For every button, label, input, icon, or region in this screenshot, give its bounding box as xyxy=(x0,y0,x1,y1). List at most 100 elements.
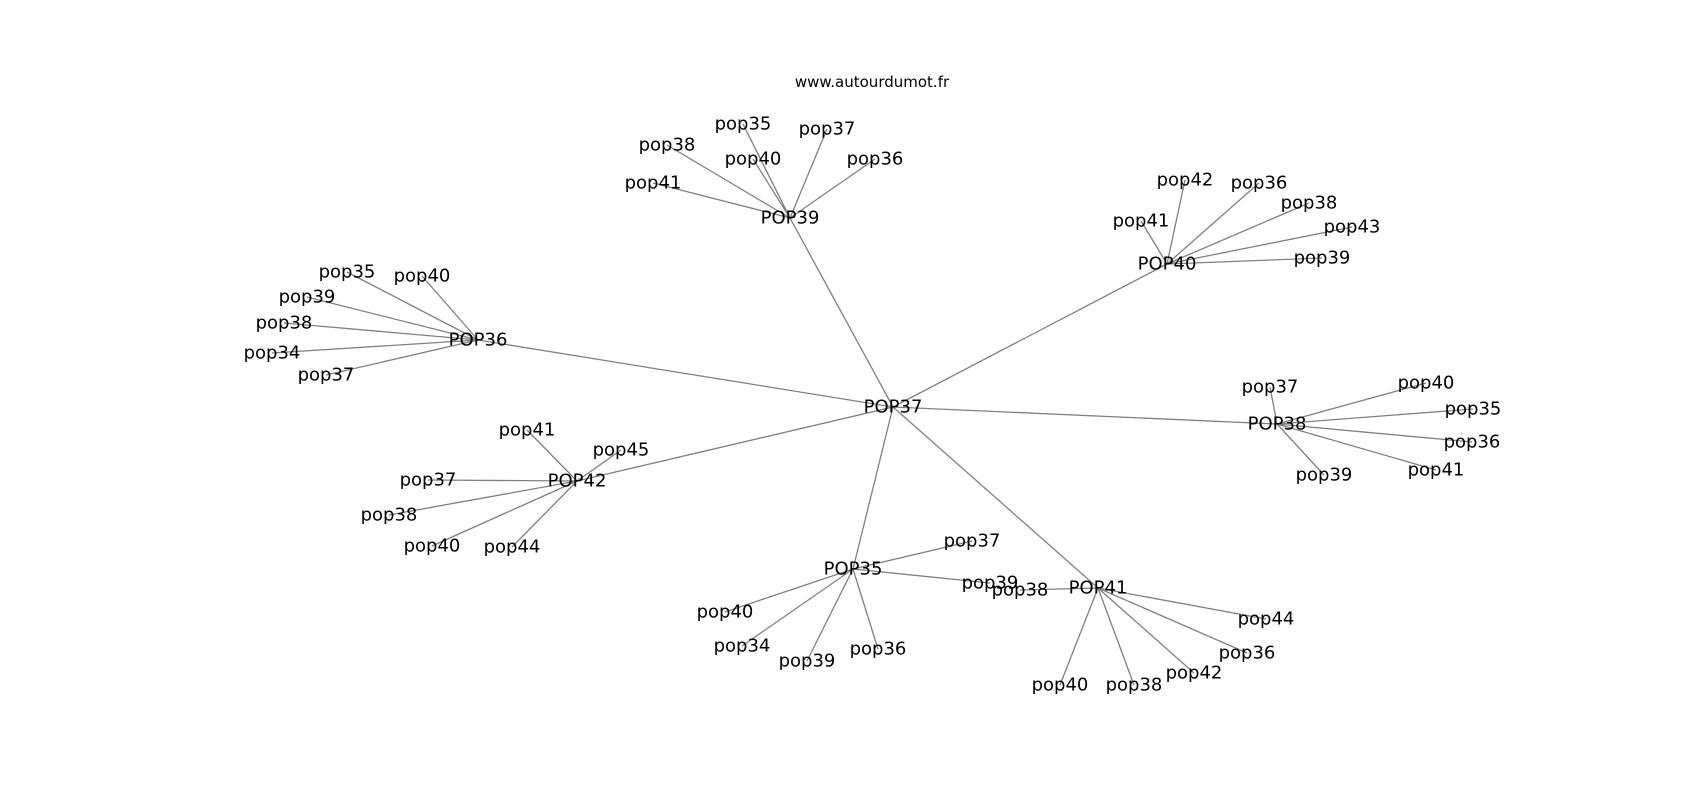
graph-edge xyxy=(852,568,879,650)
graph-edge xyxy=(666,144,791,219)
hub-node-label: POP35 xyxy=(824,559,883,580)
graph-edge xyxy=(477,339,894,408)
leaf-node-label: pop35 xyxy=(319,262,376,283)
leaf-node-label: pop37 xyxy=(1242,377,1299,398)
graph-edge xyxy=(1166,179,1186,265)
hub-node-label: POP39 xyxy=(761,208,820,229)
graph-edge xyxy=(427,479,578,482)
graph-edge xyxy=(742,123,791,219)
leaf-node-label: pop38 xyxy=(361,505,418,526)
hub-node-label: POP41 xyxy=(1069,578,1128,599)
leaf-node-label: pop39 xyxy=(1294,248,1351,269)
leaf-node-label: pop38 xyxy=(639,135,696,156)
graph-edge xyxy=(1019,587,1099,591)
leaf-node-label: pop39 xyxy=(1296,465,1353,486)
graph-edge xyxy=(852,540,973,570)
graph-edge xyxy=(1166,226,1353,265)
graph-edge xyxy=(1276,423,1325,476)
graph-edge xyxy=(1276,382,1427,425)
graph-edge xyxy=(526,429,578,482)
leaf-node-label: pop42 xyxy=(1166,663,1223,684)
graph-edge xyxy=(1269,386,1278,425)
leaf-node-label: pop39 xyxy=(779,651,836,672)
leaf-node-label: pop38 xyxy=(992,580,1049,601)
leaf-node-label: pop40 xyxy=(1032,675,1089,696)
leaf-node-label: pop37 xyxy=(944,531,1001,552)
graph-edge xyxy=(752,158,791,219)
leaf-node-label: pop34 xyxy=(244,343,301,364)
leaf-node-label: pop40 xyxy=(697,602,754,623)
leaf-node-label: pop40 xyxy=(725,149,782,170)
leaf-node-label: pop40 xyxy=(394,266,451,287)
graph-edge xyxy=(421,275,479,341)
graph-edge xyxy=(789,128,828,219)
hub-node-label: POP40 xyxy=(1138,254,1197,275)
graph-edge xyxy=(892,406,1278,425)
graph-edge xyxy=(1276,423,1437,471)
graph-edge xyxy=(511,480,578,548)
leaf-node-label: pop37 xyxy=(799,119,856,140)
leaf-node-label: pop42 xyxy=(1157,170,1214,191)
graph-edge xyxy=(283,322,479,341)
graph-edge xyxy=(789,158,876,219)
leaf-node-label: pop36 xyxy=(1231,173,1288,194)
leaf-node-label: pop38 xyxy=(256,313,313,334)
graph-edge xyxy=(852,406,894,570)
graph-edge xyxy=(741,568,854,647)
graph-edge xyxy=(431,480,578,547)
graph-edge xyxy=(1166,257,1323,265)
graph-edge xyxy=(576,406,894,482)
site-caption: www.autourdumot.fr xyxy=(795,73,950,91)
graph-edge xyxy=(1097,587,1248,654)
hub-node-label: POP38 xyxy=(1248,414,1307,435)
leaf-node-label: pop38 xyxy=(1281,193,1338,214)
leaf-node-label: pop39 xyxy=(279,287,336,308)
graph-edge xyxy=(1166,202,1310,265)
leaf-node-label: pop35 xyxy=(715,114,772,135)
graph-edge xyxy=(1140,220,1168,265)
leaf-node-label: pop45 xyxy=(593,440,650,461)
graph-edge xyxy=(724,568,854,613)
graph-edge xyxy=(1097,587,1267,620)
leaf-node-label: pop40 xyxy=(1398,373,1455,394)
leaf-node-label: pop40 xyxy=(404,536,461,557)
leaf-node-label: pop34 xyxy=(714,636,771,657)
graph-edge xyxy=(1276,423,1473,443)
graph-edge xyxy=(1097,587,1135,686)
leaf-node-label: pop41 xyxy=(625,173,682,194)
graph-edge xyxy=(892,406,1099,589)
leaf-node-label: pop41 xyxy=(1408,460,1465,481)
leaf-node-label: pop39 xyxy=(962,573,1019,594)
leaf-node-label: pop38 xyxy=(1106,675,1163,696)
graph-edge xyxy=(346,271,479,341)
graph-edge xyxy=(652,182,791,219)
leaf-node-label: pop37 xyxy=(298,365,355,386)
leaf-node-label: pop36 xyxy=(850,639,907,660)
hub-node-label: POP42 xyxy=(548,471,607,492)
graph-edge xyxy=(892,263,1168,408)
hub-node-label: POP36 xyxy=(449,330,508,351)
graph-edge xyxy=(852,568,991,584)
leaf-node-label: pop37 xyxy=(400,470,457,491)
graph-edge xyxy=(388,480,578,516)
graph-edge xyxy=(271,339,479,354)
graph-edge xyxy=(576,449,622,482)
leaf-node-label: pop41 xyxy=(1113,211,1170,232)
graph-edge xyxy=(1166,182,1260,265)
leaf-node-label: pop41 xyxy=(499,420,556,441)
graph-edge xyxy=(789,217,894,408)
leaf-node-label: pop44 xyxy=(484,537,541,558)
graph-edge xyxy=(806,568,854,662)
hub-node-label: POP37 xyxy=(864,397,923,418)
graph-edge xyxy=(1059,587,1099,686)
leaf-node-label: pop36 xyxy=(847,149,904,170)
leaf-node-label: pop36 xyxy=(1444,432,1501,453)
graph-edge xyxy=(1276,408,1474,425)
leaf-node-label: pop35 xyxy=(1445,399,1502,420)
graph-edge xyxy=(325,339,479,376)
graph-edge xyxy=(306,296,479,341)
graph-edges xyxy=(271,123,1474,686)
leaf-node-label: pop36 xyxy=(1219,643,1276,664)
